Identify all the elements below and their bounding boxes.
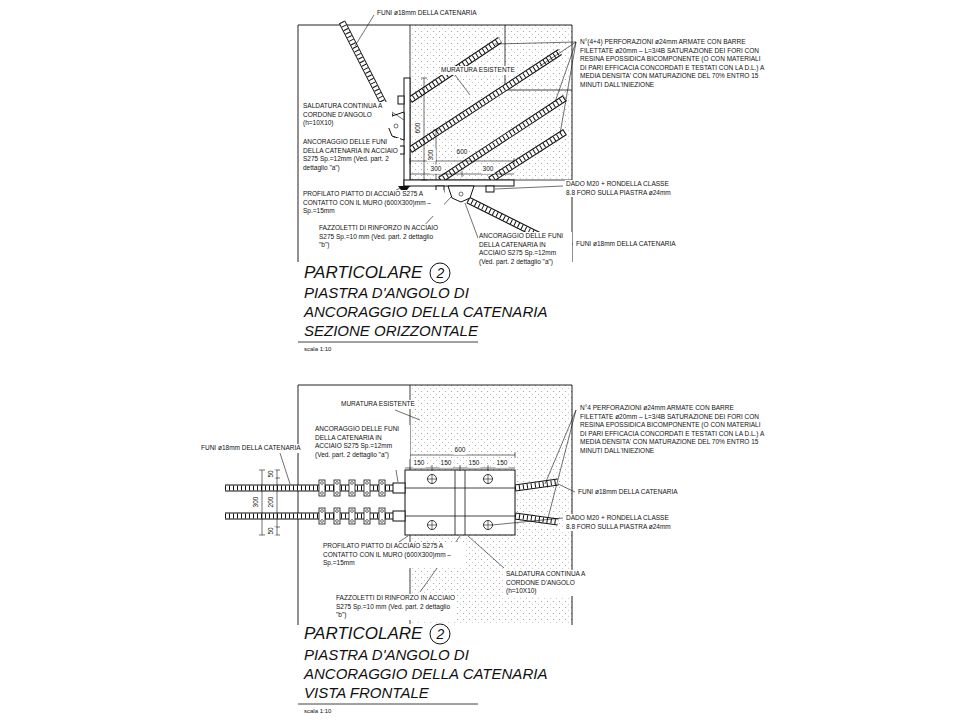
- drilling-note: N°4 PERFORAZIONI ø24mm ARMATE CON BARRE …: [579, 404, 766, 455]
- scale-note: scala 1:10: [303, 345, 332, 354]
- cable-clip: [319, 480, 385, 524]
- cable-note: FUNI ø18mm DELLA CATENARIA: [577, 488, 679, 497]
- dimension: 300: [482, 165, 495, 174]
- steel-plate: [404, 180, 514, 186]
- gusset-note: FAZZOLETTI DI RINFORZO IN ACCIAIO S275 S…: [318, 224, 440, 250]
- callout-circle: 2: [429, 623, 451, 645]
- dimension: 300: [430, 165, 443, 174]
- anchor-note: ANCORAGGIO DELLE FUNI DELLA CATENARIA IN…: [478, 232, 572, 266]
- wall-note: MURATURA ESISTENTE: [340, 400, 416, 409]
- scale-note: scala 1:10: [303, 707, 332, 716]
- weld-note: SALDATURA CONTINUA A CORDONE D'ANGOLO (h…: [302, 102, 392, 128]
- section-view: [298, 15, 576, 342]
- dimension-line: [259, 452, 515, 535]
- dimension-line: [410, 78, 514, 180]
- plate-note: PROFILATO PIATTO DI ACCIAIO S275 A CONTA…: [322, 542, 464, 568]
- dimension: 150: [496, 459, 509, 468]
- anchor-ear: [393, 483, 405, 493]
- drawing-title: PIASTRA D'ANGOLO DI ANCORAGGIO DELLA CAT…: [303, 283, 560, 340]
- callout-number: 2: [429, 623, 451, 645]
- drawing-title: PARTICOLARE: [303, 263, 423, 283]
- anchor-ear: [448, 186, 474, 202]
- drawing-title: PARTICOLARE: [303, 624, 423, 644]
- leader-line: [280, 410, 576, 592]
- dimension: 50: [267, 469, 276, 478]
- steel-plate: [404, 78, 410, 186]
- nut-note: DADO M20 + RONDELLA CLASSE 8.8 FORO SULL…: [565, 180, 679, 197]
- weld-note: SALDATURA CONTINUA A CORDONE D'ANGOLO (h…: [505, 570, 595, 596]
- dimension: 600: [456, 148, 469, 157]
- nut-note: DADO M20 + RONDELLA CLASSE 8.8 FORO SULL…: [565, 514, 679, 531]
- cable-note: FUNI ø18mm DELLA CATENARIA: [575, 240, 677, 249]
- dimension: 300: [427, 149, 436, 162]
- cable-note: FUNI ø18mm DELLA CATENARIA: [376, 9, 478, 18]
- dimension: 150: [440, 459, 453, 468]
- front-view: [225, 385, 576, 704]
- drawing-title: PIASTRA D'ANGOLO DI ANCORAGGIO DELLA CAT…: [303, 645, 560, 702]
- dimension: 600: [414, 122, 423, 135]
- anchor-ear: [393, 511, 405, 521]
- bolt: [427, 474, 493, 530]
- wall-note: MURATURA ESISTENTE: [440, 66, 516, 75]
- steel-plate: [405, 470, 515, 535]
- gusset-note: FAZZOLETTI DI RINFORZO IN ACCIAIO S275 S…: [335, 594, 457, 620]
- callout-number: 2: [429, 262, 451, 284]
- anchor-bar: [410, 40, 565, 180]
- dimension: 600: [454, 446, 467, 455]
- plate-note: PROFILATO PIATTO DI ACCIAIO S275 A CONTA…: [302, 190, 444, 216]
- dimension: 150: [413, 459, 426, 468]
- cable-note: FUNI ø18mm DELLA CATENARIA: [200, 444, 302, 453]
- dimension: 200: [267, 496, 276, 509]
- title-underline: [298, 704, 478, 705]
- drilling-note: N°(4+4) PERFORAZIONI ø24mm ARMATE CON BA…: [579, 38, 766, 89]
- dimension: 300: [252, 496, 261, 509]
- anchor-note: ANCORAGGIO DELLE FUNI DELLA CATENARIA IN…: [302, 138, 400, 172]
- dimension: 150: [468, 459, 481, 468]
- callout-circle: 2: [429, 262, 451, 284]
- dimension: 50: [267, 526, 276, 535]
- anchor-note: ANCORAGGIO DELLE FUNI DELLA CATENARIA IN…: [314, 425, 410, 459]
- title-underline: [298, 342, 478, 343]
